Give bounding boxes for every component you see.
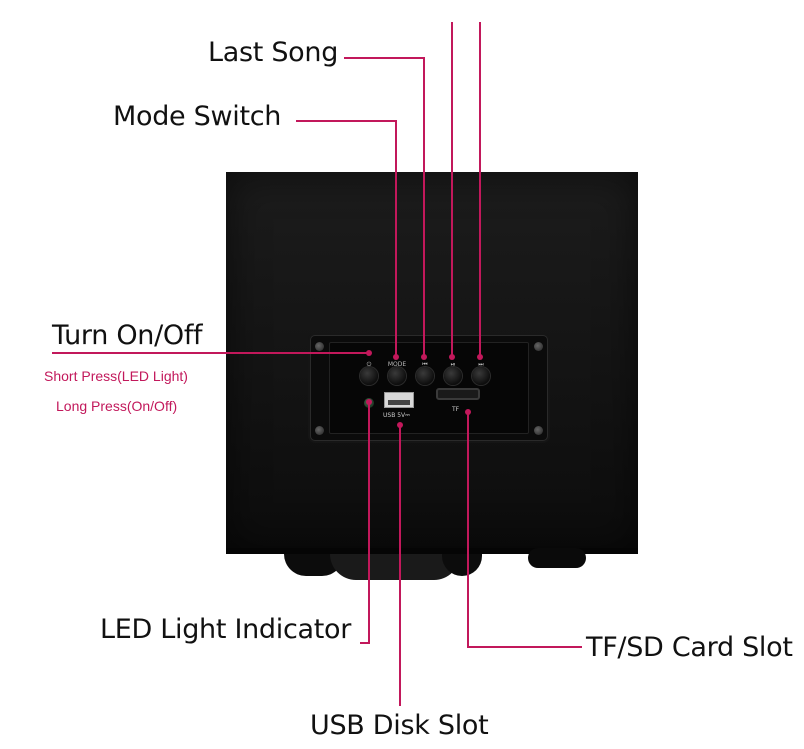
mode-button[interactable]: [388, 367, 406, 385]
label-led-indicator: LED Light Indicator: [100, 614, 352, 645]
callout-line-mode-switch: [296, 120, 397, 357]
usb-port[interactable]: [384, 392, 414, 408]
control-panel-face: [329, 342, 529, 434]
previous-button[interactable]: [416, 367, 434, 385]
tf-card-slot[interactable]: [436, 388, 480, 400]
next-icon: ⏭: [478, 361, 484, 368]
screw-icon: [315, 426, 324, 435]
power-icon: ⏻: [366, 361, 372, 368]
previous-icon: ⏮: [422, 361, 428, 368]
callout-line-last-song: [344, 57, 425, 357]
play-pause-icon: ⏯: [450, 361, 456, 368]
power-button[interactable]: [360, 367, 378, 385]
label-usb-disk-slot: USB Disk Slot: [310, 710, 489, 741]
control-panel: ⏻ MODE ⏮ ⏯ ⏭ USB 5V⎓ TF: [311, 336, 547, 440]
screw-icon: [534, 426, 543, 435]
label-last-song: Last Song: [208, 37, 339, 68]
callout-line-led: [360, 402, 370, 644]
play-pause-button[interactable]: [444, 367, 462, 385]
usb-port-label: USB 5V⎓: [383, 412, 410, 419]
speaker-foot-left: [284, 554, 344, 576]
mode-label: MODE: [387, 361, 407, 368]
speaker-knob: [528, 548, 586, 568]
label-short-press: Short Press(LED Light): [44, 368, 188, 384]
speaker-base-disc: [330, 554, 460, 580]
label-long-press: Long Press(On/Off): [56, 398, 178, 414]
label-turn-on-off: Turn On/Off: [52, 320, 203, 351]
next-button[interactable]: [472, 367, 490, 385]
label-mode-switch: Mode Switch: [113, 101, 282, 132]
tf-slot-label: TF: [452, 406, 460, 413]
callout-line-tf: [467, 412, 582, 648]
speaker-foot-right: [442, 554, 482, 576]
screw-icon: [534, 342, 543, 351]
screw-icon: [315, 342, 324, 351]
label-tf-sd-slot: TF/SD Card Slot: [586, 632, 793, 663]
speaker-bottom-edge: [226, 548, 638, 554]
